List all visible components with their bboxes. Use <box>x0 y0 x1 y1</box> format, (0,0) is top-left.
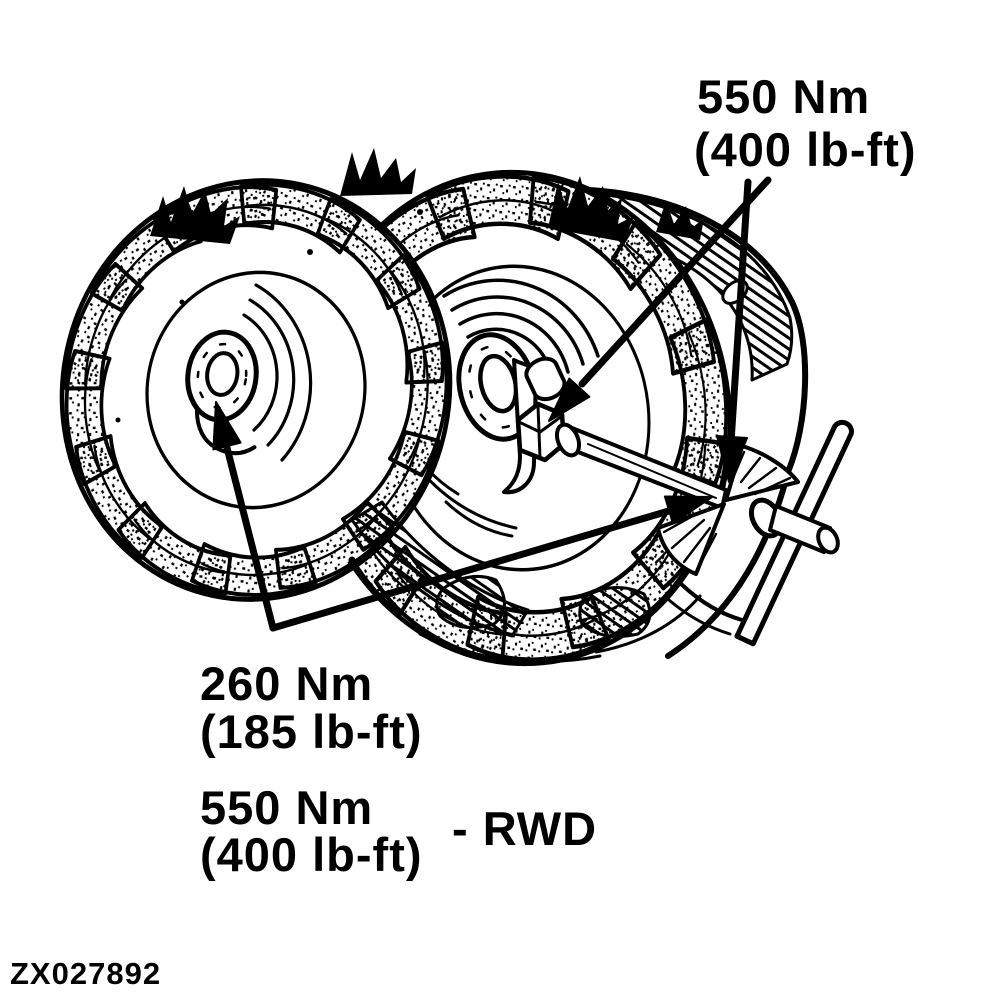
u-joint-lower-fan <box>656 502 726 576</box>
extension-highlight <box>587 443 717 499</box>
u-joint-stub-cap <box>816 525 840 555</box>
callout-top-line1: 550 Nm <box>697 70 870 123</box>
arrow-260-to-u-joint <box>269 495 713 632</box>
callout-hub: 260 Nm (185 lb-ft) <box>200 657 423 758</box>
callout-top: 550 Nm (400 lb-ft) <box>694 70 917 176</box>
outer-dual-wheel <box>55 170 460 606</box>
hub-center-bore <box>205 351 240 397</box>
callout-top-line2: (400 lb-ft) <box>694 123 917 176</box>
ground-shadows <box>350 500 702 663</box>
tire-bottom-contour-2 <box>594 594 702 654</box>
extension-collar <box>554 422 582 458</box>
nut-facets <box>517 404 564 460</box>
leader-arrows <box>212 176 772 632</box>
callout-hub-line1: 260 Nm <box>200 657 373 710</box>
shadow-blob-right <box>578 586 652 638</box>
socket-on-nut <box>524 356 567 402</box>
arrow-260-to-wheel-hub <box>212 401 277 632</box>
u-joint-lower-fan-lines <box>662 510 718 574</box>
u-joint-upper-fan-lines <box>731 450 792 496</box>
arrow-550-to-axle-nut <box>548 176 772 422</box>
callout-hub-rwd: 550 Nm (400 lb-ft) - RWD <box>200 781 597 881</box>
callout-hub-rwd-suffix: - RWD <box>452 802 597 855</box>
wheel-dish-bands <box>242 283 313 462</box>
callout-hub-rwd-line1: 550 Nm <box>200 781 373 834</box>
callout-hub-line2: (185 lb-ft) <box>200 705 423 758</box>
tire-bottom-contour <box>418 632 602 663</box>
shadow-blob-left <box>435 574 506 630</box>
callout-hub-rwd-line2: (400 lb-ft) <box>200 828 423 881</box>
socket-body <box>525 361 567 402</box>
figure-code: ZX027892 <box>10 956 161 991</box>
etch-spikes <box>115 148 704 564</box>
universal-joint <box>656 444 840 576</box>
housing-outline <box>587 187 809 659</box>
arrow-550-to-u-joint <box>716 178 752 483</box>
